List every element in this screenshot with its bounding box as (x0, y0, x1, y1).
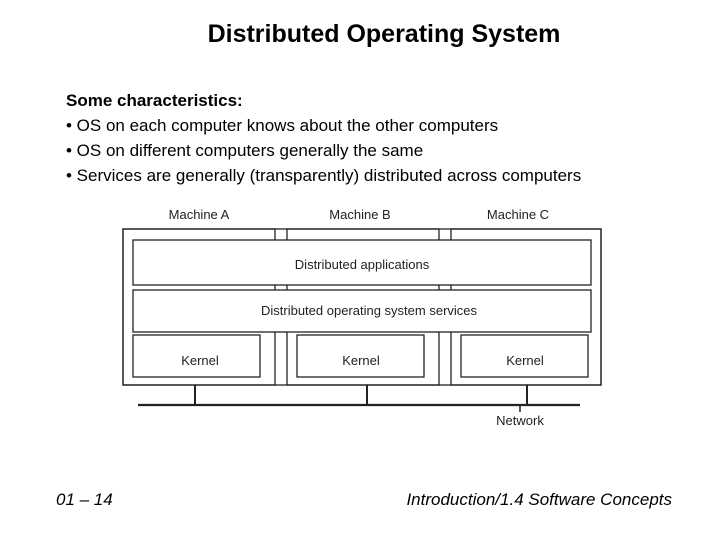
bullet-item: • OS on each computer knows about the ot… (66, 116, 499, 135)
kernel-b-label: Kernel (342, 353, 380, 368)
machine-c-label: Machine C (487, 207, 549, 222)
bullet-item: • Services are generally (transparently)… (66, 166, 582, 185)
section-reference: Introduction/1.4 Software Concepts (406, 490, 672, 509)
services-label: Distributed operating system services (261, 303, 478, 318)
network-label: Network (496, 413, 544, 428)
kernel-c-label: Kernel (506, 353, 544, 368)
machine-b-label: Machine B (329, 207, 390, 222)
characteristics-list: Some characteristics: • OS on each compu… (66, 88, 706, 188)
kernel-a-label: Kernel (181, 353, 219, 368)
machine-a-label: Machine A (169, 207, 230, 222)
kernel-b-box (296, 334, 425, 378)
characteristics-heading: Some characteristics: (66, 91, 243, 110)
slide-number: 01 – 14 (56, 490, 113, 509)
bullet-item: • OS on different computers generally th… (66, 141, 424, 160)
services-layer (132, 289, 592, 333)
kernel-c-box (460, 334, 589, 378)
slide-title: Distributed Operating System (207, 20, 561, 48)
applications-label: Distributed applications (295, 257, 430, 272)
kernel-a-box (132, 334, 261, 378)
applications-layer (132, 239, 592, 286)
